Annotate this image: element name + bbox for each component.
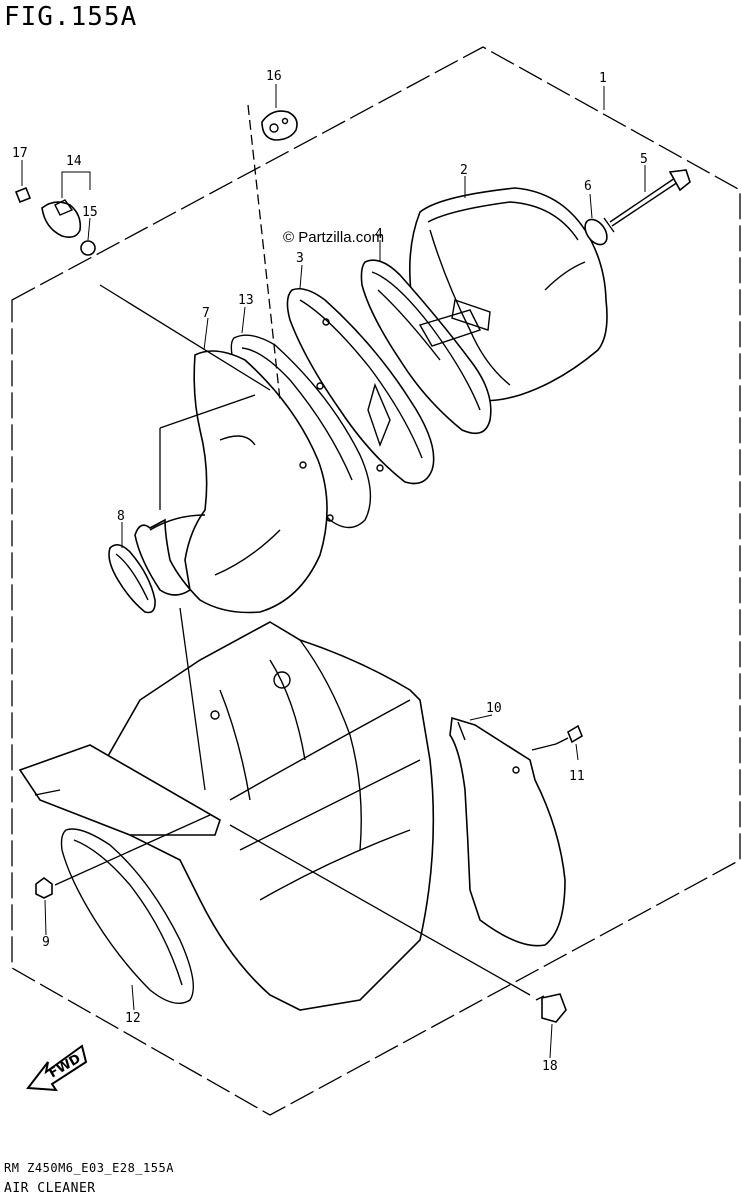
callout-17: 17 (12, 146, 28, 161)
part-7-intake-cover[interactable] (134, 350, 334, 614)
part-17-screw[interactable] (14, 186, 32, 204)
diagram-code: RM Z450M6_E03_E28_155A (4, 1161, 174, 1175)
callout-5: 5 (640, 152, 648, 167)
figure-title: FIG.155A (4, 2, 138, 32)
leader-lines (21, 84, 646, 1059)
part-8-clamp[interactable] (108, 544, 156, 614)
diagram-name: AIR CLEANER (4, 1181, 96, 1196)
callout-9: 9 (42, 935, 50, 950)
part-16-cap[interactable] (261, 110, 298, 141)
assembly-boundary (11, 46, 741, 1116)
part-4-air-filter[interactable] (360, 259, 492, 435)
callout-18: 18 (542, 1059, 558, 1074)
part-11-screw[interactable] (555, 724, 583, 745)
callout-12: 12 (125, 1011, 141, 1026)
part-6-washer[interactable] (581, 215, 612, 248)
bracket-plate (18, 744, 221, 836)
callouts: 1 2 3 4 5 6 7 8 9 10 11 12 13 14 15 16 1… (12, 69, 648, 1074)
part-5-bolt[interactable] (603, 169, 691, 233)
watermark: © Partzilla.com (283, 229, 385, 246)
callout-6: 6 (584, 179, 592, 194)
callout-1: 1 (599, 71, 607, 86)
part-14-sensor[interactable] (41, 199, 82, 238)
part-18-bolt[interactable] (535, 993, 567, 1023)
callout-10: 10 (486, 701, 502, 716)
callout-7: 7 (202, 306, 210, 321)
callout-14: 14 (66, 154, 82, 169)
part-12-gasket[interactable] (60, 828, 195, 1004)
part-15-o-ring[interactable] (80, 240, 96, 256)
fwd-label: FWD (47, 1051, 84, 1081)
callout-13: 13 (238, 293, 254, 308)
part-9-nut[interactable] (35, 877, 53, 899)
callout-16: 16 (266, 69, 282, 84)
callout-2: 2 (460, 163, 468, 178)
callout-8: 8 (117, 509, 125, 524)
callout-11: 11 (569, 769, 585, 784)
callout-3: 3 (296, 251, 304, 266)
part-3-filter-cage[interactable] (286, 287, 435, 485)
fwd-arrow-icon: FWD (26, 1044, 88, 1092)
callout-4: 4 (375, 227, 383, 242)
part-1-air-cleaner-box[interactable] (99, 621, 435, 1011)
part-10-side-plate[interactable] (449, 716, 566, 947)
callout-15: 15 (82, 205, 98, 220)
